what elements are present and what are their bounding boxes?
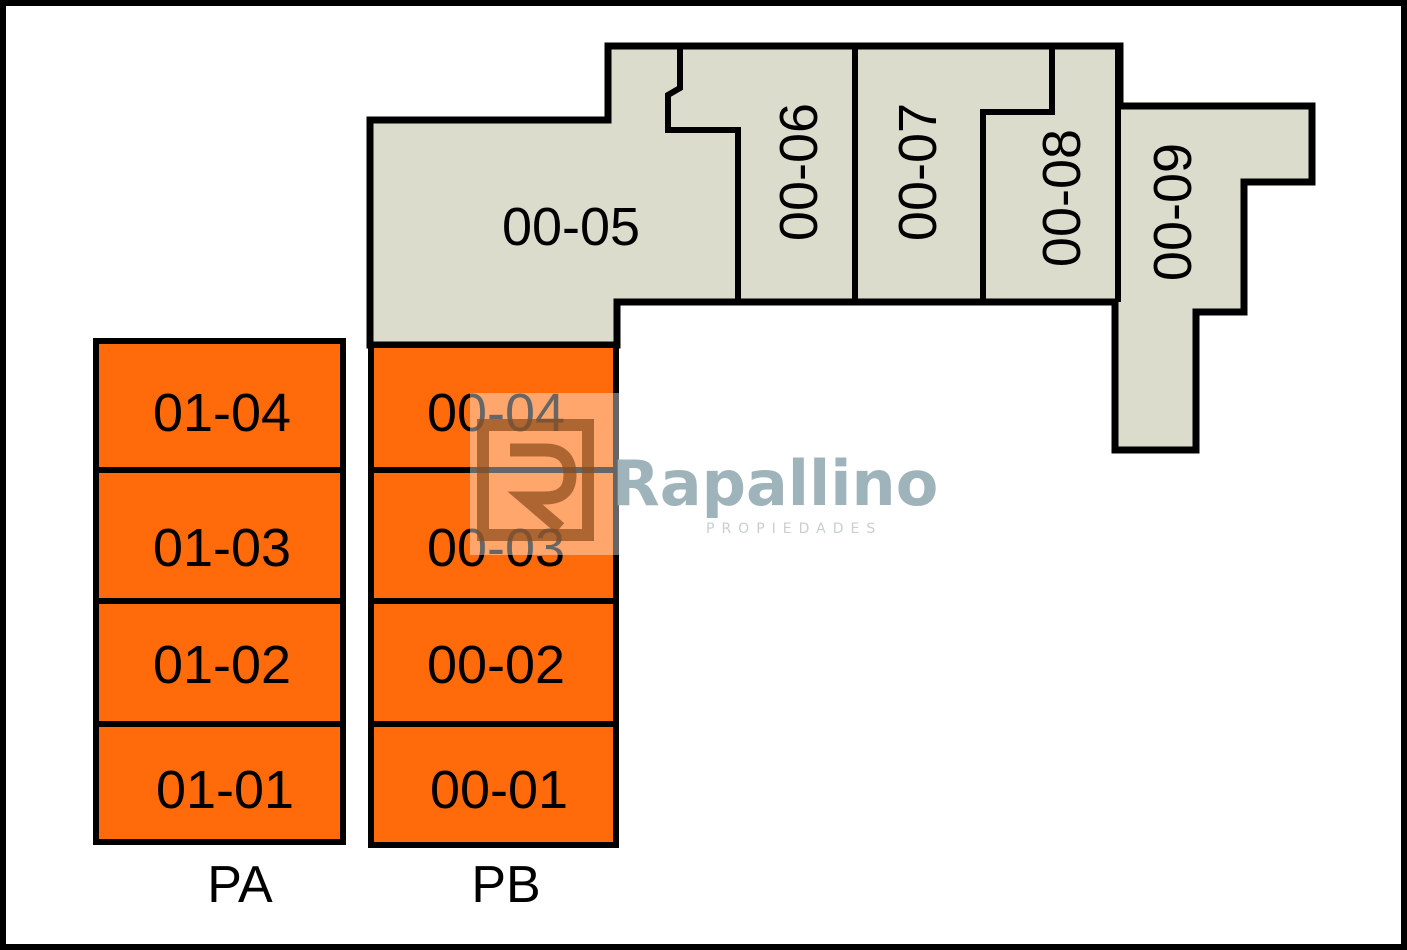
unit-00-04[interactable] [368,342,619,473]
floor-label-pb: PB [471,856,540,914]
label-00-03: 00-03 [427,518,565,578]
watermark-name: Rapallino [612,447,938,520]
label-00-01: 00-01 [430,760,568,820]
divider-05-06 [665,46,741,302]
watermark-subtitle: PROPIEDADES [706,521,882,537]
label-00-09: 00-09 [1143,143,1203,281]
unit-00-02[interactable] [368,598,619,727]
label-01-02: 01-02 [153,635,291,695]
label-01-01: 01-01 [156,760,294,820]
gray-building-outline [366,42,1316,454]
label-00-07: 00-07 [888,103,948,241]
label-00-02: 00-02 [427,635,565,695]
pa-units [93,338,346,845]
label-00-04: 00-04 [427,383,565,443]
label-00-08: 00-08 [1032,129,1092,267]
label-01-04: 01-04 [153,383,291,443]
divider-07-08 [980,46,1055,302]
label-01-03: 01-03 [153,518,291,578]
label-00-05: 00-05 [502,197,640,257]
floor-label-pa: PA [207,856,273,914]
unit-01-04[interactable] [93,338,346,473]
ground-floor-gray-units [366,42,1316,454]
label-00-06: 00-06 [769,103,829,241]
watermark-logo: Rapallino PROPIEDADES [470,393,938,555]
unit-01-03[interactable] [93,467,346,604]
unit-01-01[interactable] [93,721,346,845]
unit-00-01[interactable] [368,721,619,848]
